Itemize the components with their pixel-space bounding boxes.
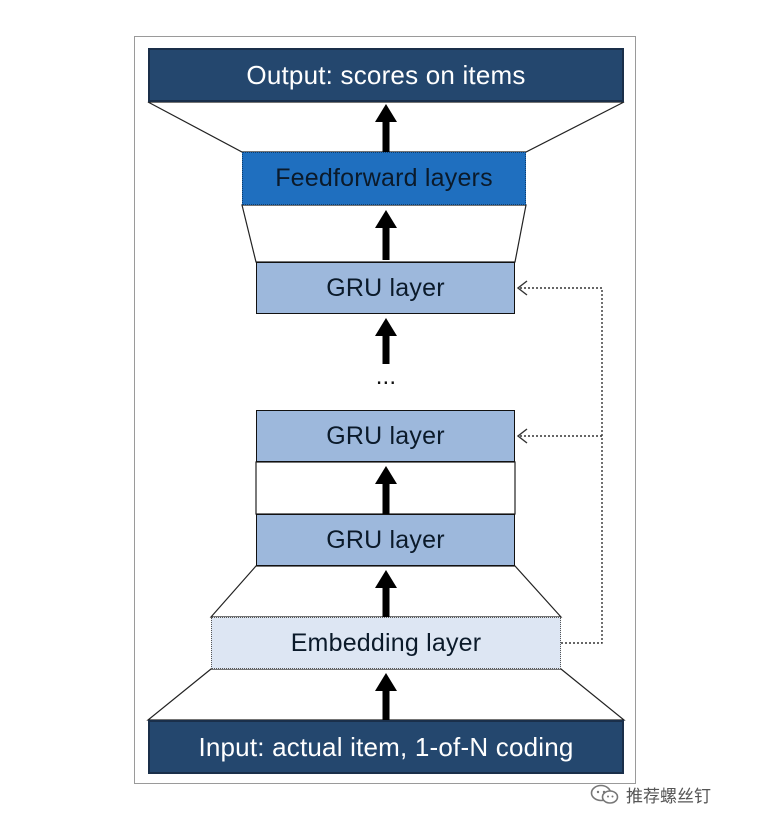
gru-layer-bottom-box: GRU layer bbox=[256, 514, 515, 566]
feedforward-layers-box: Feedforward layers bbox=[242, 152, 526, 205]
output-layer-label: Output: scores on items bbox=[246, 59, 526, 90]
feedforward-funnel bbox=[241, 204, 527, 263]
input-funnel bbox=[146, 668, 626, 721]
arrow-up-icon bbox=[375, 210, 397, 260]
output-layer-box: Output: scores on items bbox=[148, 48, 624, 102]
gru-stack-connector bbox=[255, 461, 516, 515]
input-layer-box: Input: actual item, 1-of-N coding bbox=[148, 720, 624, 774]
watermark-text: 推荐螺丝钉 bbox=[626, 786, 711, 806]
gru-layer-top-label: GRU layer bbox=[326, 273, 445, 302]
ellipsis: ... bbox=[340, 362, 432, 392]
arrow-up-icon bbox=[375, 466, 397, 514]
embedding-layer-label: Embedding layer bbox=[290, 628, 482, 657]
arrow-up-icon bbox=[375, 570, 397, 617]
arrow-up-icon bbox=[375, 318, 397, 364]
wechat-icon bbox=[590, 784, 619, 804]
output-funnel bbox=[147, 101, 625, 153]
arrow-up-icon bbox=[375, 104, 397, 152]
ellipsis-label: ... bbox=[375, 363, 397, 390]
feedback-arrowheads bbox=[516, 280, 528, 444]
gru-layer-top-box: GRU layer bbox=[256, 262, 515, 314]
up-arrows bbox=[375, 104, 397, 720]
arrow-up-icon bbox=[375, 673, 397, 720]
watermark: 推荐螺丝钉 bbox=[590, 780, 711, 808]
embedding-layer-box: Embedding layer bbox=[211, 617, 561, 669]
feedback-connector bbox=[518, 287, 603, 644]
gru-layer-middle-label: GRU layer bbox=[326, 421, 445, 450]
gru-layer-bottom-label: GRU layer bbox=[326, 525, 445, 554]
gru-layer-middle-box: GRU layer bbox=[256, 410, 515, 462]
input-layer-label: Input: actual item, 1-of-N coding bbox=[198, 731, 574, 762]
feedforward-layers-label: Feedforward layers bbox=[275, 164, 493, 192]
embedding-funnel bbox=[209, 565, 563, 618]
